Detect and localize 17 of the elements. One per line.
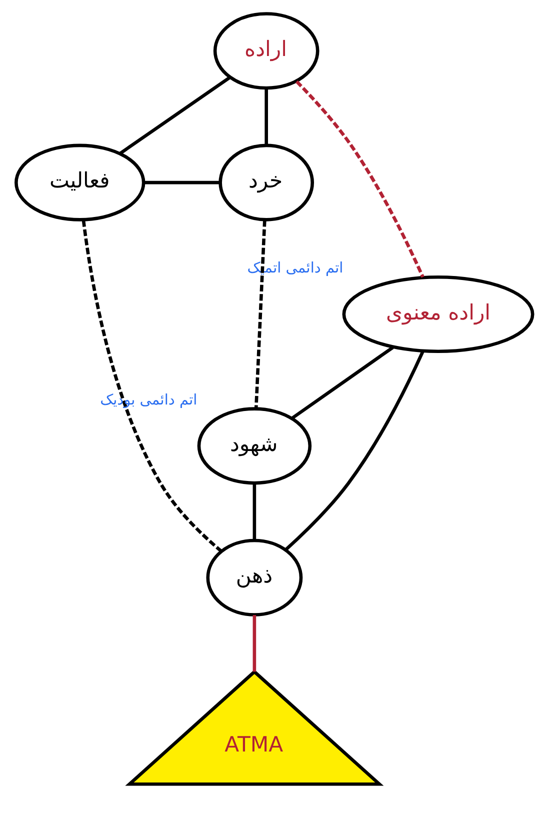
connector xyxy=(81,220,222,552)
node-ellipse: اراده معنوی xyxy=(342,275,534,354)
connector xyxy=(295,80,424,278)
connector xyxy=(254,220,266,408)
node-label: اتم دائمی بودیک xyxy=(100,392,197,408)
connector xyxy=(143,180,220,184)
connector xyxy=(290,346,394,420)
connector xyxy=(118,76,230,155)
node-ellipse: فعالیت xyxy=(14,144,145,222)
node-ellipse: ذهن xyxy=(206,538,302,616)
connector xyxy=(252,615,256,672)
connector xyxy=(252,484,256,540)
node-ellipse: شهود xyxy=(196,407,312,485)
connector xyxy=(264,88,268,145)
node-ellipse: اراده xyxy=(212,12,319,90)
node-ellipse: خرد xyxy=(218,144,314,222)
connector xyxy=(284,350,424,551)
